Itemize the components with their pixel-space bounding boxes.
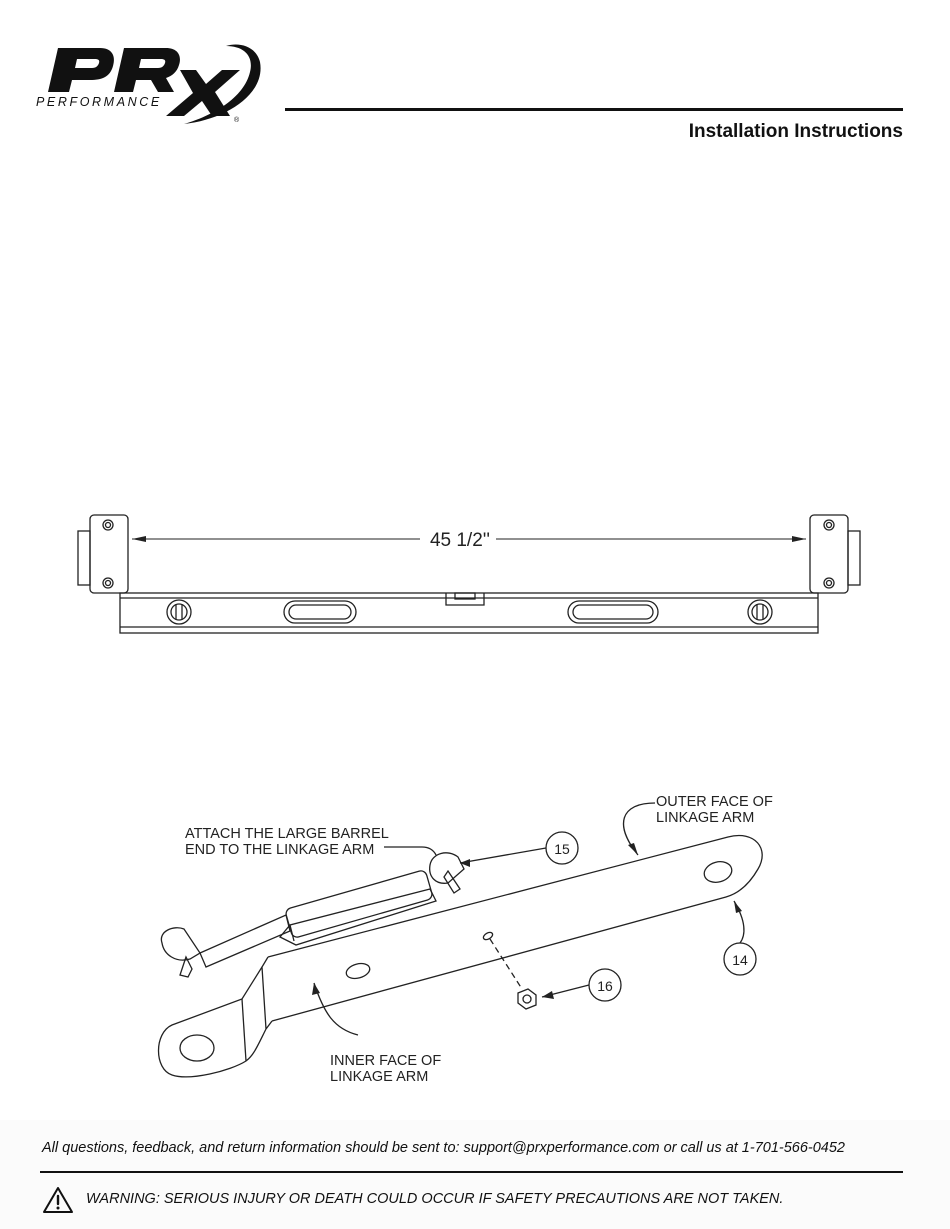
prx-performance-logo: PERFORMANCE ® bbox=[36, 44, 261, 124]
callout-outer-line-1: OUTER FACE OF bbox=[656, 794, 773, 810]
linkage-arm-assembly-figure: ATTACH THE LARGE BARREL END TO THE LINKA… bbox=[158, 794, 773, 1085]
part-number-15: 15 bbox=[554, 841, 570, 857]
callout-outer-line-2: LINKAGE ARM bbox=[656, 810, 754, 826]
part-number-14: 14 bbox=[732, 952, 748, 968]
callout-inner-line-1: INNER FACE OF bbox=[330, 1053, 441, 1069]
header-rule bbox=[285, 108, 903, 111]
logo-subtitle: PERFORMANCE bbox=[36, 95, 162, 109]
callout-inner-line-2: LINKAGE ARM bbox=[330, 1069, 428, 1085]
part-number-16: 16 bbox=[597, 978, 613, 994]
bracket-dimension-figure: 45 1/2'' bbox=[77, 514, 861, 634]
warning-triangle-icon bbox=[43, 1187, 73, 1213]
document-title: Installation Instructions bbox=[688, 121, 903, 142]
footer-rule bbox=[40, 1171, 903, 1173]
dimension-label: 45 1/2'' bbox=[430, 530, 490, 551]
footer-contact-text: All questions, feedback, and return info… bbox=[42, 1140, 846, 1156]
footer-zone bbox=[0, 1120, 950, 1229]
footer-warning-text: WARNING: SERIOUS INJURY OR DEATH COULD O… bbox=[86, 1191, 784, 1207]
callout-barrel-line-1: ATTACH THE LARGE BARREL bbox=[185, 826, 389, 842]
logo-registered-mark: ® bbox=[234, 116, 240, 124]
callout-barrel-line-2: END TO THE LINKAGE ARM bbox=[185, 842, 374, 858]
